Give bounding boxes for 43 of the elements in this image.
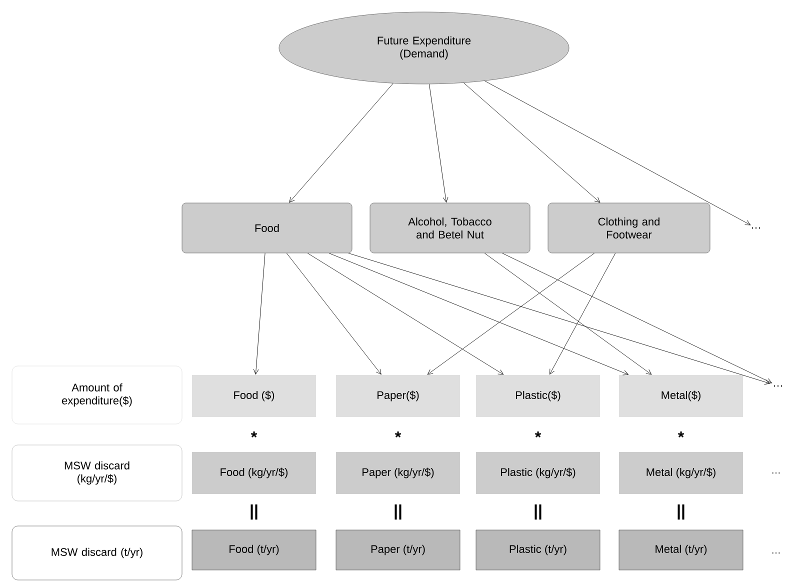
arrow bbox=[253, 252, 266, 374]
category-box: Food bbox=[182, 202, 352, 254]
arrow bbox=[328, 252, 628, 376]
ellipsis: … bbox=[752, 227, 760, 229]
equals-sign: || bbox=[534, 504, 542, 520]
multiply-sign: * bbox=[250, 431, 258, 438]
row-label: MSW discard (t/yr) bbox=[12, 526, 182, 580]
arrow bbox=[463, 82, 600, 203]
discard-box: Paper (t/yr) bbox=[336, 530, 460, 570]
equals-sign: || bbox=[394, 504, 402, 520]
row-label: MSW discard (kg/yr/$) bbox=[12, 444, 182, 502]
arrow bbox=[484, 252, 652, 375]
ellipsis: … bbox=[774, 385, 782, 387]
discard-rate-box: Food (kg/yr/$) bbox=[192, 452, 316, 494]
arrow bbox=[428, 84, 448, 202]
arrow bbox=[427, 252, 595, 375]
arrow bbox=[286, 252, 382, 375]
arrow bbox=[289, 83, 394, 203]
multiply-sign: * bbox=[534, 431, 542, 438]
discard-rate-box: Paper (kg/yr/$) bbox=[336, 452, 460, 494]
arrow bbox=[307, 252, 504, 375]
discard-rate-box: Plastic (kg/yr/$) bbox=[476, 452, 600, 494]
discard-box: Food (t/yr) bbox=[192, 530, 316, 570]
expenditure-box: Paper($) bbox=[336, 375, 460, 417]
equals-sign: || bbox=[250, 504, 258, 520]
equals-sign: || bbox=[678, 504, 684, 520]
category-box: Clothing and Footwear bbox=[548, 202, 710, 254]
multiply-sign: * bbox=[678, 431, 684, 438]
discard-rate-box: Metal (kg/yr/$) bbox=[619, 452, 743, 494]
ellipsis: … bbox=[772, 472, 780, 474]
expenditure-box: Plastic($) bbox=[476, 375, 600, 417]
category-box: Alcohol, Tobacco and Betel Nut bbox=[370, 202, 530, 254]
arrow bbox=[348, 252, 770, 385]
ellipsis: … bbox=[772, 552, 780, 554]
expenditure-box: Food ($) bbox=[192, 375, 316, 417]
arrow bbox=[484, 80, 751, 226]
arrow bbox=[550, 252, 616, 375]
multiply-sign: * bbox=[394, 431, 402, 438]
discard-box: Metal (t/yr) bbox=[618, 530, 744, 570]
discard-box: Plastic (t/yr) bbox=[476, 530, 600, 570]
row-label: Amount of expenditure($) bbox=[12, 366, 182, 424]
arrow bbox=[502, 252, 772, 384]
expenditure-box: Metal($) bbox=[619, 375, 743, 417]
